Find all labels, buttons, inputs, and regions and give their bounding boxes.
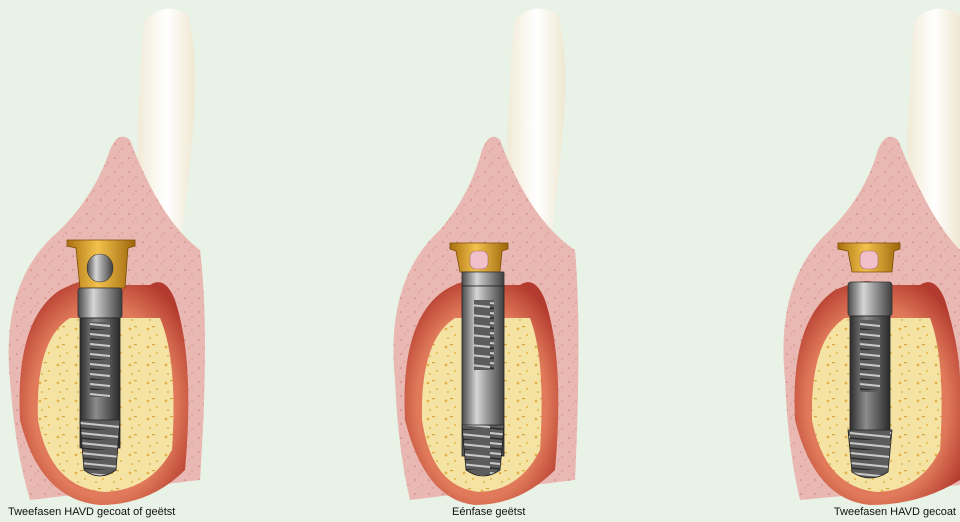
screw-channel: [90, 322, 110, 397]
panel-right: Tweefasen HAVD gecoat: [770, 0, 960, 522]
caption-right: Tweefasen HAVD gecoat: [834, 506, 956, 518]
caption-middle: Eénfase geëtst: [452, 506, 525, 518]
abutment-collar: [848, 282, 892, 316]
ball-attachment: [87, 254, 113, 282]
implant-neck: [462, 272, 504, 286]
abutment-collar: [78, 288, 122, 318]
implant-illustration-middle: [370, 0, 690, 522]
screw-channel: [860, 320, 880, 392]
implant-apex-thread: [848, 430, 892, 478]
implant-apex-thread: [80, 420, 120, 476]
implant-apex-thread: [462, 425, 504, 476]
implant-illustration-right: [770, 0, 960, 522]
pink-post: [860, 251, 878, 269]
caption-left: Tweefasen HAVD gecoat of geëtst: [8, 506, 175, 518]
panel-middle: Eénfase geëtst: [370, 0, 690, 522]
implant-illustration-left: [0, 0, 320, 522]
screw-channel: [474, 300, 494, 370]
pink-post: [470, 251, 488, 269]
panel-left: Tweefasen HAVD gecoat of geëtst: [0, 0, 320, 522]
